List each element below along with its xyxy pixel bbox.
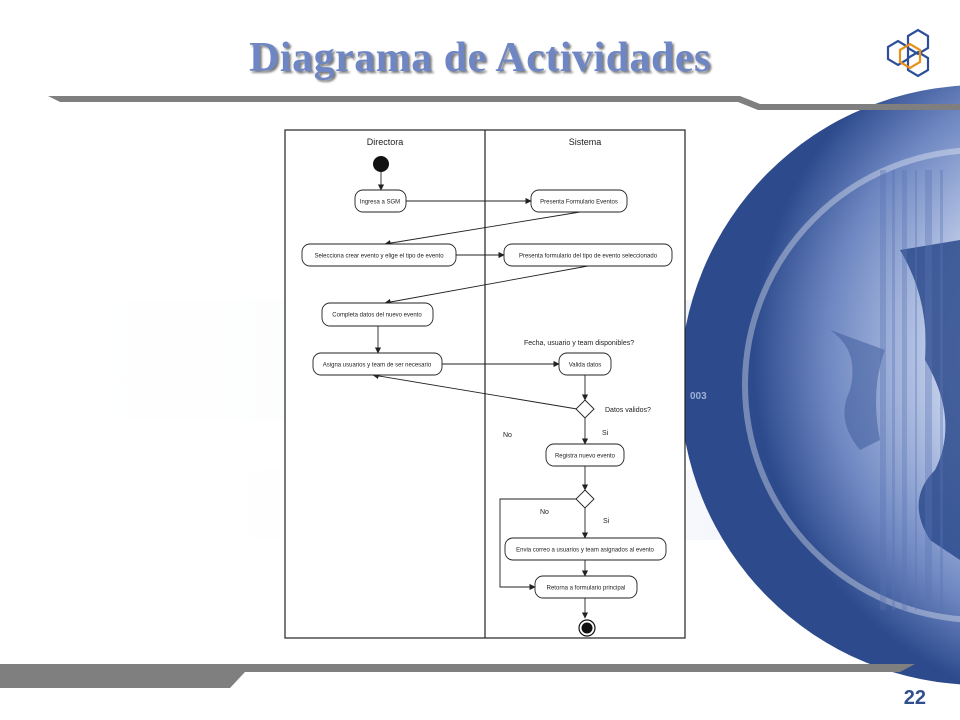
globe-continent (900, 240, 960, 560)
edge (384, 265, 589, 306)
final-node-core (581, 622, 593, 634)
activity-label-registra: Registra nuevo evento (555, 454, 616, 460)
activity-node (558, 352, 612, 376)
activity-node (301, 243, 457, 267)
decision-node (575, 399, 595, 419)
background-stripes (880, 170, 943, 610)
activity-node (354, 189, 407, 213)
guard-label-datos-validos: Datos validos? (605, 407, 651, 414)
activity-label-asigna: Asigna usuarios y team de ser necesario (323, 363, 432, 369)
edge (384, 211, 581, 247)
page-number: 22 (903, 687, 926, 709)
guard-label-no: No (540, 509, 549, 516)
edge (499, 498, 576, 591)
activity-label-presenta-tipo: Presenta formulario del tipo de evento s… (519, 254, 658, 260)
decision-node (575, 489, 595, 509)
activity-label-envia: Envia correo a usuarios y team asignados… (516, 548, 654, 554)
activity-node (321, 302, 434, 327)
lane-header-sistema: Sistema (569, 137, 602, 147)
background-text: 003 (690, 391, 707, 402)
header-bar (48, 96, 960, 110)
activity-node (504, 537, 667, 561)
activity-node (545, 443, 625, 467)
activity-node (530, 189, 628, 213)
globe-ring (742, 147, 960, 623)
initial-node (373, 156, 389, 172)
guard-label-fecha: Fecha, usuario y team disponibles? (524, 340, 634, 347)
activity-label-ingresa: Ingresa a SGM (360, 200, 400, 206)
activity-label-valida: Valida datos (569, 363, 602, 369)
guard-label-si: Si (602, 430, 609, 437)
edge (372, 372, 578, 410)
activity-node (503, 243, 673, 267)
guard-label-si: Si (603, 518, 610, 525)
activity-label-presenta-form: Presenta Formulario Eventos (540, 200, 618, 206)
globe-continent (830, 330, 885, 450)
activity-label-selecciona: Selecciona crear evento y elige el tipo … (314, 254, 444, 260)
globe (680, 85, 960, 685)
activity-label-completa: Completa datos del nuevo evento (332, 313, 422, 319)
slide-title: Diagrama de Actividades (249, 35, 711, 81)
logo-hexagons-icon (886, 28, 930, 78)
lane-header-directora: Directora (367, 137, 404, 147)
footer-bar (0, 664, 915, 688)
activity-node (312, 352, 443, 376)
activity-node (534, 575, 638, 599)
activity-label-retorna: Retorna a formulario principal (547, 586, 626, 592)
guard-label-no: No (503, 432, 512, 439)
